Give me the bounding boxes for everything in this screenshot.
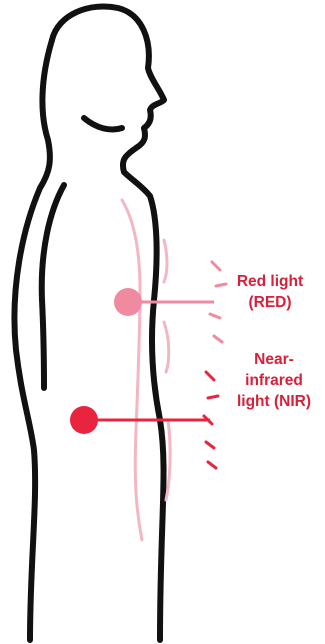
red-light-label-line2: (RED): [216, 292, 324, 313]
arm-contour: [42, 185, 64, 388]
nir-light-point: [70, 406, 98, 434]
mouth-line: [84, 118, 122, 130]
body-outline: [14, 6, 164, 640]
nir-label-line2: infrared: [224, 370, 324, 391]
red-light-point: [114, 288, 142, 316]
nir-label-line1: Near-: [224, 349, 324, 370]
red-light-label-line1: Red light: [216, 271, 324, 292]
head-face-profile: [52, 6, 164, 640]
nir-label-line3: light (NIR): [224, 391, 324, 412]
